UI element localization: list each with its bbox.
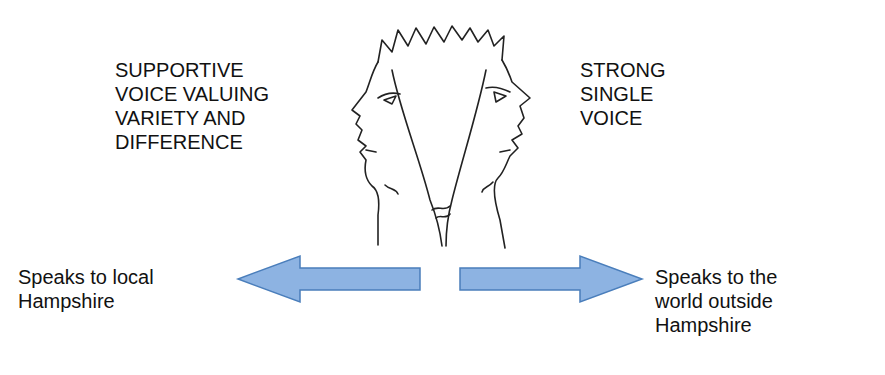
right-voice-label: STRONG SINGLE VOICE (580, 58, 675, 130)
right-arrow (460, 256, 642, 302)
local-audience-label: Speaks to local Hampshire (18, 265, 183, 313)
left-voice-label: SUPPORTIVE VOICE VALUING VARIETY AND DIF… (115, 58, 280, 154)
janus-head (352, 26, 530, 248)
label-text: SUPPORTIVE VOICE VALUING VARIETY AND DIF… (115, 59, 269, 153)
label-text: STRONG SINGLE VOICE (580, 59, 666, 129)
label-text: Speaks to local Hampshire (18, 266, 154, 312)
world-audience-label: Speaks to the world outside Hampshire (655, 265, 805, 337)
left-arrow (238, 256, 420, 302)
label-text: Speaks to the world outside Hampshire (655, 266, 777, 336)
